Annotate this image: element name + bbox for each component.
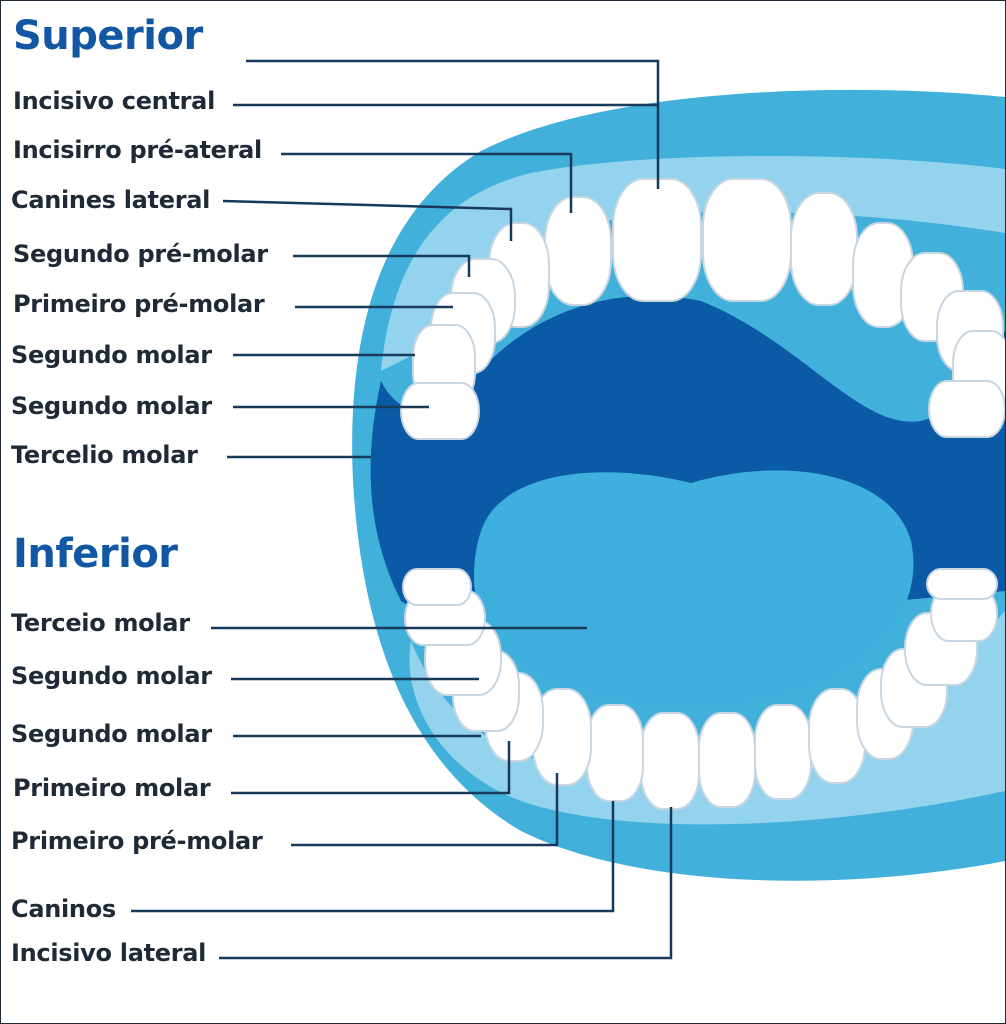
label-lower-7: Incisivo lateral bbox=[11, 939, 207, 967]
label-upper-6: Segundo molar bbox=[11, 341, 212, 369]
label-upper-3: Canines lateral bbox=[11, 186, 211, 214]
label-upper-2: Incisirro pré-ateral bbox=[13, 136, 262, 164]
leader-line-lower-5 bbox=[291, 773, 559, 847]
label-lower-4: Primeiro molar bbox=[13, 774, 211, 802]
label-upper-1: Incisivo central bbox=[13, 87, 215, 115]
lower-tooth bbox=[698, 712, 756, 808]
label-lower-5: Primeiro pré-molar bbox=[11, 827, 263, 855]
leader-line-upper-2 bbox=[281, 152, 573, 213]
label-lower-3: Segundo molar bbox=[11, 720, 212, 748]
label-upper-7: Segundo molar bbox=[11, 392, 212, 420]
label-upper-8: Tercelio molar bbox=[11, 441, 198, 469]
upper-tooth bbox=[928, 380, 1005, 438]
upper-teeth bbox=[400, 178, 1005, 440]
tongue bbox=[474, 470, 914, 708]
label-lower-2: Segundo molar bbox=[11, 662, 212, 690]
lower-tooth bbox=[402, 568, 472, 606]
leader-line-upper-3 bbox=[222, 199, 513, 241]
upper-tooth bbox=[612, 178, 702, 302]
label-lower-1: Terceio molar bbox=[11, 609, 190, 637]
leader-line-upper-4 bbox=[293, 254, 471, 277]
lower-tooth bbox=[586, 704, 644, 802]
upper-tooth bbox=[400, 382, 480, 440]
leader-line-lower-6 bbox=[131, 801, 615, 913]
leader-line-lower-4 bbox=[231, 741, 511, 795]
lower-tooth bbox=[754, 704, 812, 800]
lower-tooth bbox=[926, 568, 998, 600]
leader-line-lower-7 bbox=[219, 807, 673, 960]
heading-inferior: Inferior bbox=[13, 531, 178, 577]
label-lower-6: Caninos bbox=[11, 895, 116, 923]
lower-tooth bbox=[640, 712, 700, 810]
upper-tooth bbox=[702, 178, 792, 302]
lower-teeth bbox=[402, 568, 998, 810]
heading-superior: Superior bbox=[13, 13, 203, 59]
label-upper-5: Primeiro pré-molar bbox=[13, 290, 265, 318]
label-upper-4: Segundo pré-molar bbox=[13, 240, 268, 268]
leader-line-superior bbox=[246, 59, 660, 189]
upper-tooth bbox=[790, 192, 858, 306]
leader-lines bbox=[131, 59, 673, 960]
upper-tooth bbox=[544, 196, 612, 306]
